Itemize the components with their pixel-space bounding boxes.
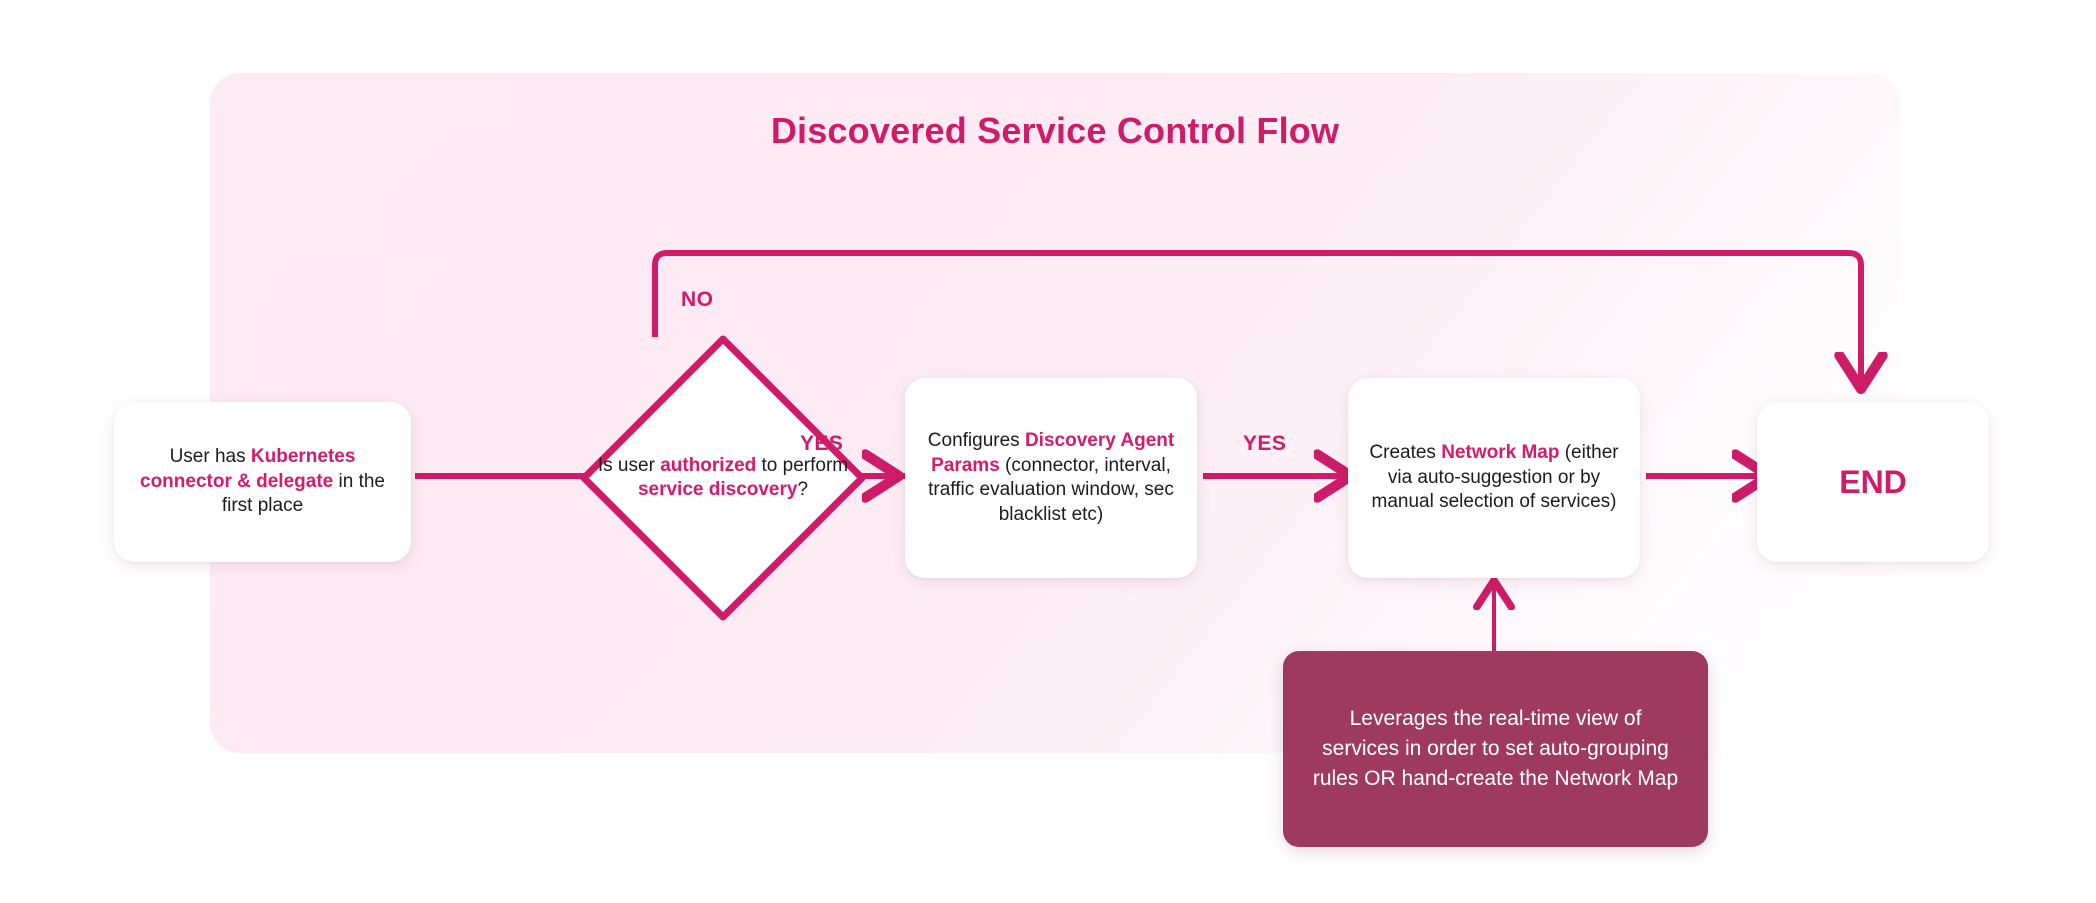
page-title: Discovered Service Control Flow (770, 110, 1340, 151)
params-node-label: Configures Discovery Agent Params (conne… (905, 429, 1197, 527)
netmap-text-1: Creates (1369, 442, 1442, 464)
params-text-highlight: Discovery Agent Params (931, 430, 1175, 476)
netmap-node-label: Creates Network Map (either via auto-sug… (1348, 441, 1640, 515)
configure-params-node[interactable]: Configures Discovery Agent Params (conne… (905, 378, 1197, 578)
edge-label-yes-1: YES (800, 432, 844, 455)
decision-text-1: Is user (597, 454, 661, 476)
decision-text-3: ? (797, 479, 809, 500)
edge-label-no: NO (681, 288, 714, 311)
start-text-highlight: Kubernetes connector & delegate (140, 446, 356, 492)
end-node[interactable]: END (1757, 402, 1989, 562)
edge-label-yes-2: YES (1243, 432, 1287, 455)
end-node-label: END (1839, 463, 1907, 500)
start-node[interactable]: User has Kubernetes connector & delegate… (114, 402, 411, 562)
decision-text-highlight-2: service discovery (637, 479, 798, 500)
params-text-1: Configures (927, 430, 1025, 451)
decision-text-highlight-1: authorized (660, 454, 757, 476)
create-network-map-node[interactable]: Creates Network Map (either via auto-sug… (1348, 378, 1640, 578)
decision-node-label: Is user authorized to perform service di… (578, 333, 868, 623)
netmap-text-2: (either via auto-suggestion or by manual… (1371, 442, 1619, 513)
start-text-2: in the first place (221, 470, 385, 517)
netmap-text-highlight: Network Map (1441, 442, 1560, 464)
params-text-2: (connector, interval, traffic evaluation… (928, 454, 1174, 525)
annotation-note-label: Leverages the real-time view of services… (1312, 707, 1679, 790)
annotation-note[interactable]: Leverages the real-time view of services… (1283, 651, 1708, 847)
diamond-shape (580, 335, 866, 621)
decision-text-2: to perform (756, 454, 849, 476)
start-node-label: User has Kubernetes connector & delegate… (114, 445, 411, 519)
decision-node[interactable]: Is user authorized to perform service di… (578, 333, 868, 623)
start-text-1: User has (169, 446, 251, 468)
